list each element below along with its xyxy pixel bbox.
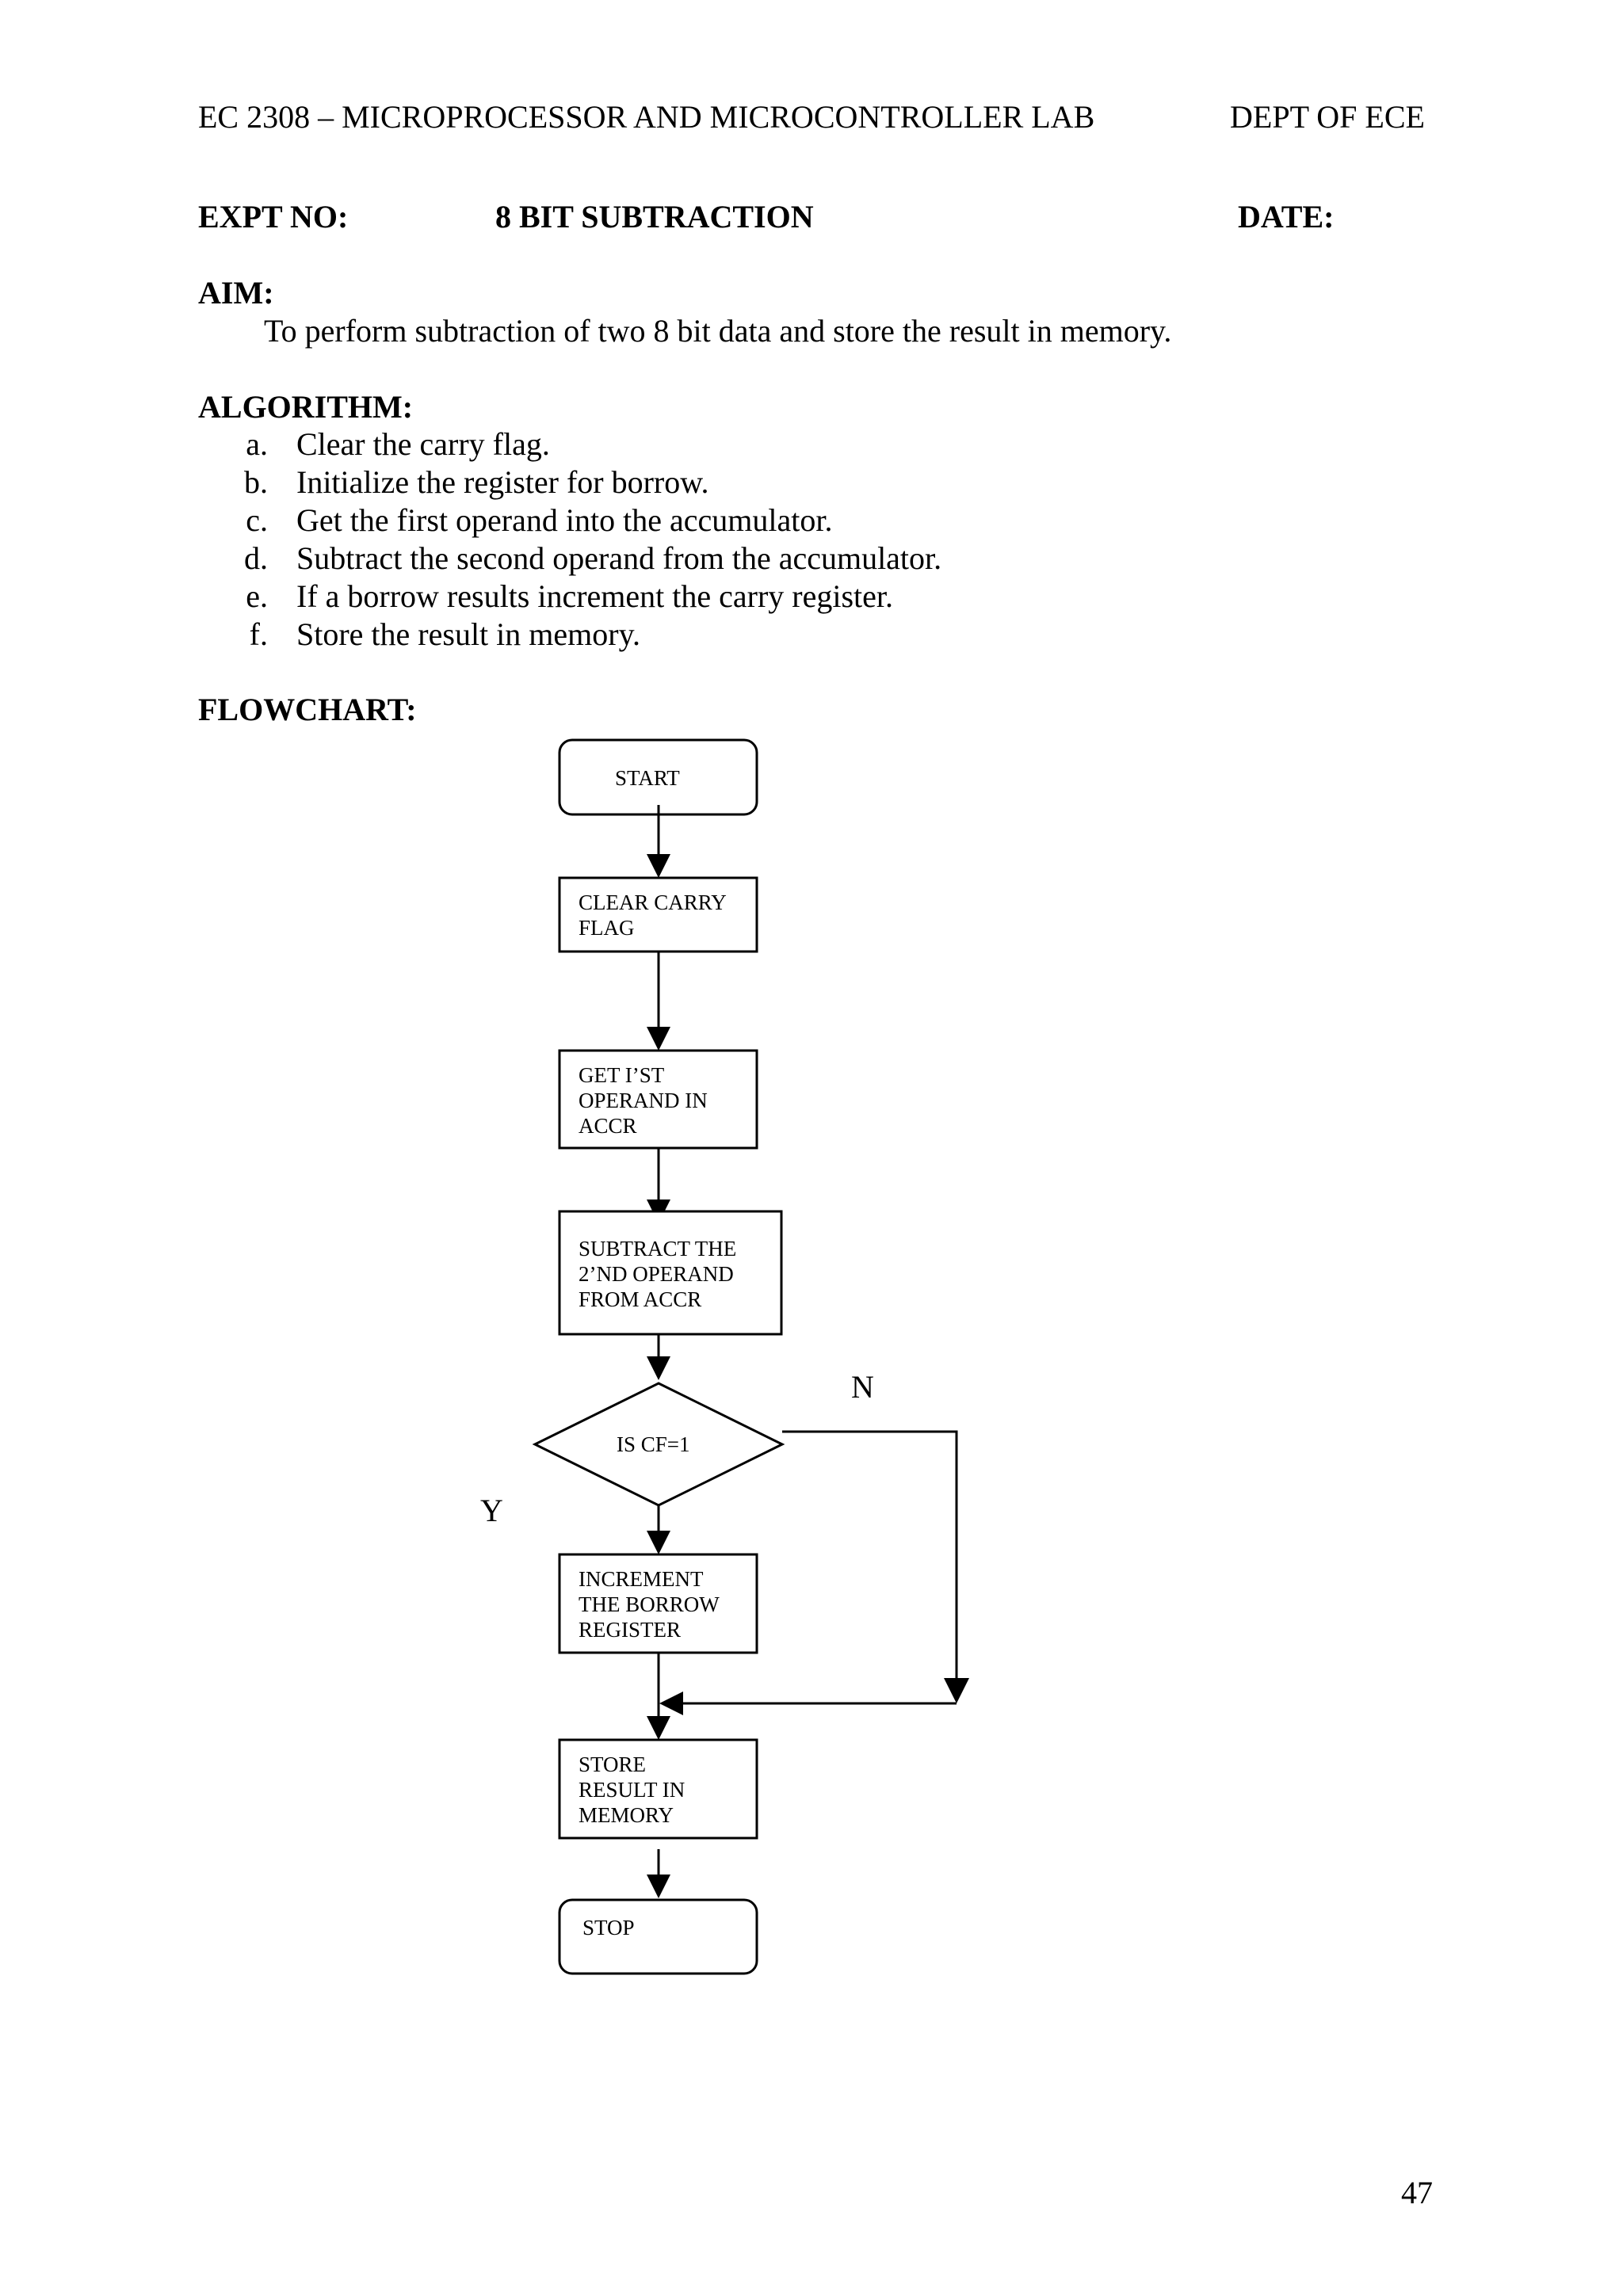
get-operand-line: GET I’ST <box>579 1063 665 1087</box>
arrowhead <box>944 1678 969 1703</box>
date-label: DATE: <box>1238 199 1335 235</box>
step-text: Get the first operand into the accumulat… <box>296 502 833 538</box>
clear-carry-line: FLAG <box>579 916 635 940</box>
decision-label: IS CF=1 <box>617 1432 690 1456</box>
algorithm-heading: ALGORITHM: <box>198 389 414 425</box>
step-letter: b. <box>244 464 268 500</box>
arrowhead <box>659 1691 683 1715</box>
step-letter: f. <box>249 616 268 652</box>
step-letter: d. <box>244 540 268 576</box>
aim-heading: AIM: <box>198 275 274 311</box>
step-letter: a. <box>246 426 268 462</box>
experiment-title: 8 BIT SUBTRACTION <box>495 199 814 235</box>
subtract-line: 2’ND OPERAND <box>579 1262 734 1286</box>
arrowhead <box>647 1027 670 1051</box>
increment-box <box>558 1553 758 1654</box>
subtract-box <box>558 1210 783 1336</box>
subtract-line: SUBTRACT THE <box>579 1237 736 1261</box>
department-header: DEPT OF ECE <box>1230 99 1425 135</box>
aim-text: To perform subtraction of two 8 bit data… <box>264 313 1172 349</box>
clear-carry-box <box>558 876 758 953</box>
yes-label: Y <box>480 1493 503 1528</box>
no-label: N <box>851 1369 874 1405</box>
arrowhead <box>647 1531 670 1554</box>
step-letter: c. <box>246 502 268 538</box>
step-text: Store the result in memory. <box>296 616 640 652</box>
start-label: START <box>615 766 680 790</box>
stop-terminator <box>558 1898 758 1975</box>
flowchart-heading: FLOWCHART: <box>198 692 417 727</box>
step-text: Initialize the register for borrow. <box>296 464 709 500</box>
arrowhead <box>647 1716 670 1740</box>
no-branch-connector <box>782 1430 958 1678</box>
stop-label: STOP <box>582 1916 635 1939</box>
step-text: Clear the carry flag. <box>296 426 550 462</box>
step-letter: e. <box>246 578 268 614</box>
arrowhead <box>647 1356 670 1380</box>
subtract-line: FROM ACCR <box>579 1287 701 1311</box>
get-operand-line: OPERAND IN <box>579 1089 708 1112</box>
store-line: MEMORY <box>579 1803 674 1827</box>
increment-line: REGISTER <box>579 1618 681 1642</box>
increment-line: INCREMENT <box>579 1567 704 1591</box>
increment-line: THE BORROW <box>579 1592 720 1616</box>
page-number: 47 <box>1401 2175 1433 2210</box>
arrowhead <box>647 1875 670 1898</box>
course-header: EC 2308 – MICROPROCESSOR AND MICROCONTRO… <box>198 99 1095 135</box>
arrowhead <box>647 854 670 878</box>
expt-no-label: EXPT NO: <box>198 199 349 235</box>
store-line: STORE <box>579 1753 646 1776</box>
store-line: RESULT IN <box>579 1778 685 1802</box>
get-operand-line: ACCR <box>579 1114 637 1138</box>
step-text: If a borrow results increment the carry … <box>296 578 894 614</box>
clear-carry-line: CLEAR CARRY <box>579 891 727 914</box>
store-box <box>558 1738 758 1840</box>
step-text: Subtract the second operand from the acc… <box>296 540 942 576</box>
